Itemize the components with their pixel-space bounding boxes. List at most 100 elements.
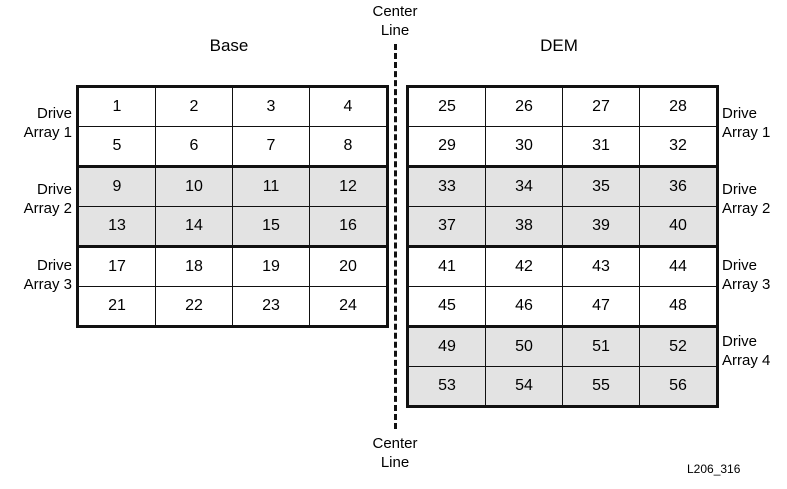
drive-cell: 55 xyxy=(562,366,640,408)
drive-cell: 32 xyxy=(639,126,718,168)
drive-cell: 21 xyxy=(77,286,156,328)
drive-cell: 10 xyxy=(155,165,233,207)
center-line-top-label-line1: Center xyxy=(372,3,418,20)
figure-reference-code: L206_316 xyxy=(687,462,741,476)
drive-cell: 24 xyxy=(309,286,388,328)
drive-cell: 48 xyxy=(639,286,718,328)
drive-cell: 28 xyxy=(639,85,718,127)
drive-cell: 8 xyxy=(309,126,388,168)
drive-cell: 40 xyxy=(639,206,718,248)
drive-cell: 51 xyxy=(562,325,640,367)
drive-cell: 22 xyxy=(155,286,233,328)
drive-cell: 30 xyxy=(485,126,563,168)
center-line-top-label-line2: Line xyxy=(380,22,410,39)
drive-cell: 2 xyxy=(155,85,233,127)
array-label-line2: Array 1 xyxy=(722,124,771,141)
drive-cell: 7 xyxy=(232,126,310,168)
drive-cell: 44 xyxy=(639,245,718,287)
drive-cell: 50 xyxy=(485,325,563,367)
array-label-line1: Drive xyxy=(722,105,758,122)
drive-cell: 35 xyxy=(562,165,640,207)
drive-cell: 15 xyxy=(232,206,310,248)
drive-cell: 52 xyxy=(639,325,718,367)
drive-cell: 1 xyxy=(77,85,156,127)
array-label-line1: Drive xyxy=(36,257,72,274)
drive-cell: 27 xyxy=(562,85,640,127)
array-label-line2: Array 4 xyxy=(722,352,771,369)
drive-cell: 41 xyxy=(407,245,486,287)
array-label-line1: Drive xyxy=(722,257,758,274)
drive-cell: 23 xyxy=(232,286,310,328)
array-label-line1: Drive xyxy=(722,333,758,350)
drive-cell: 39 xyxy=(562,206,640,248)
center-line-divider xyxy=(394,44,397,429)
drive-cell: 53 xyxy=(407,366,486,408)
drive-cell: 47 xyxy=(562,286,640,328)
dem-section-title: DEM xyxy=(540,36,578,55)
center-line-top-label: Center Line xyxy=(345,2,445,40)
drive-cell: 36 xyxy=(639,165,718,207)
drive-cell: 49 xyxy=(407,325,486,367)
drive-cell: 3 xyxy=(232,85,310,127)
drive-cell: 42 xyxy=(485,245,563,287)
array-label-line2: Array 2 xyxy=(23,200,72,217)
drive-cell: 17 xyxy=(77,245,156,287)
drive-cell: 31 xyxy=(562,126,640,168)
drive-cell: 19 xyxy=(232,245,310,287)
drive-cell: 14 xyxy=(155,206,233,248)
center-line-bottom-label-line2: Line xyxy=(380,454,410,471)
drive-cell: 38 xyxy=(485,206,563,248)
array-label-line2: Array 1 xyxy=(23,124,72,141)
array-label-line2: Array 3 xyxy=(722,276,771,293)
array-label-line1: Drive xyxy=(36,181,72,198)
drive-cell: 29 xyxy=(407,126,486,168)
drive-cell: 18 xyxy=(155,245,233,287)
drive-cell: 20 xyxy=(309,245,388,287)
drive-cell: 11 xyxy=(232,165,310,207)
drive-cell: 43 xyxy=(562,245,640,287)
drive-cell: 5 xyxy=(77,126,156,168)
drive-cell: 16 xyxy=(309,206,388,248)
drive-cell: 26 xyxy=(485,85,563,127)
drive-cell: 9 xyxy=(77,165,156,207)
drive-cell: 33 xyxy=(407,165,486,207)
drive-cell: 6 xyxy=(155,126,233,168)
drive-cell: 25 xyxy=(407,85,486,127)
drive-cell: 45 xyxy=(407,286,486,328)
array-label-line2: Array 2 xyxy=(722,200,771,217)
center-line-bottom-label: Center Line xyxy=(345,434,445,472)
base-section-title: Base xyxy=(209,36,249,55)
array-label-line1: Drive xyxy=(36,105,72,122)
drive-cell: 13 xyxy=(77,206,156,248)
drive-cell: 4 xyxy=(309,85,388,127)
drive-cell: 56 xyxy=(639,366,718,408)
drive-cell: 46 xyxy=(485,286,563,328)
drive-cell: 12 xyxy=(309,165,388,207)
drive-cell: 34 xyxy=(485,165,563,207)
drive-cell: 54 xyxy=(485,366,563,408)
drive-cell: 37 xyxy=(407,206,486,248)
